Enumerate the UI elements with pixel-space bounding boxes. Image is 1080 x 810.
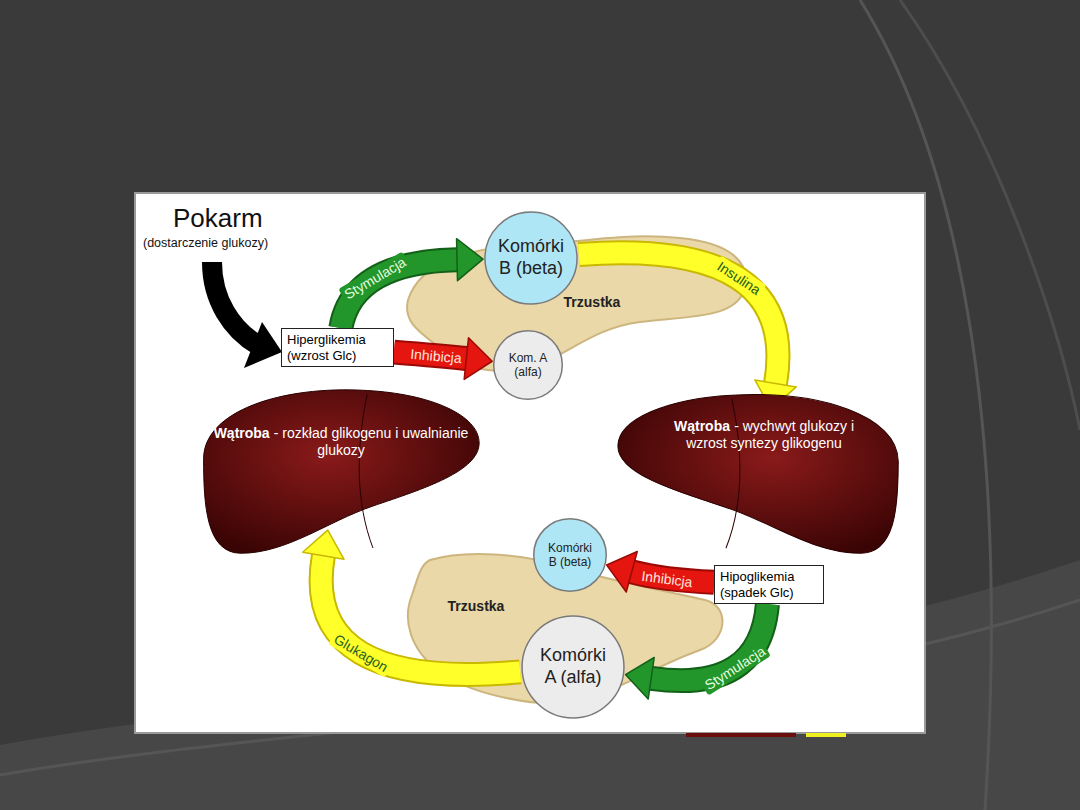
node-text: Kom. A (alfa) [503,351,553,380]
signal-arrow [579,253,796,409]
input-note: (dostarczenie glukozy) [143,236,268,250]
arrow-label: Inhibicja [407,344,466,367]
liver-outline [195,380,482,555]
arrow-label: Insulina [711,256,766,301]
arrow-shaft-edge [651,604,767,680]
input-title: Pokarm [173,203,263,234]
node-heading: Trzustka [448,598,505,614]
node-heading: Kom. A (alfa) [509,351,548,379]
node-heading: Wątroba [214,425,270,441]
arrow-head [607,552,638,593]
circle-fill [485,212,577,304]
arrow-shaft-edge [579,253,778,384]
food-arrow-head [244,322,282,368]
arrow-shaft [579,253,778,384]
arrow-head [464,338,492,380]
node-heading: Trzustka [564,294,621,310]
node-heading: Komórki A (alfa) [540,645,606,687]
arrow-label: Glukagon [328,628,394,677]
node-heading: Hipoglikemia (spadek Glc) [720,569,794,600]
condition-box: Hipoglikemia (spadek Glc) [714,565,824,604]
signal-arrow [303,530,521,674]
node-text: Komórki B (beta) [494,236,568,279]
node-text: Hiperglikemia (wzrost Glc) [287,332,388,363]
cut-strip [686,733,796,737]
node-text: Trzustka [564,294,621,311]
liver-outline [615,385,907,555]
arrow-shaft [651,604,767,680]
condition-box: Hiperglikemia (wzrost Glc) [281,328,394,367]
arrow-label: Inhibicja [638,566,697,591]
slide-arc [900,0,1080,430]
liver-fill [204,390,480,553]
node-text: Komórki B (beta) [543,541,597,570]
circle-fill [494,331,563,400]
node-text: Komórki A (alfa) [534,645,612,688]
node-text: Wątroba- wychwyt glukozy i wzrost syntez… [653,418,875,452]
circle-fill [534,519,607,592]
cell-circle: Kom. A (alfa) [493,330,563,400]
arrow-label: Stymulacja [698,640,770,695]
node-heading: Komórki B (beta) [498,236,564,278]
food-arrow-shaft [212,262,258,345]
cut-strip [806,733,846,737]
cell-circle: Komórki B (beta) [484,211,578,305]
node-text: Hipoglikemia (spadek Glc) [720,569,818,600]
cell-circle: Komórki A (alfa) [521,615,625,719]
node-heading: Wątroba [674,418,730,434]
circle-fill [522,616,624,718]
cell-circle: Komórki B (beta) [533,518,607,592]
liver-shape: Wątroba- wychwyt glukozy i wzrost syntez… [615,385,907,555]
signal-arrow [607,552,714,593]
signal-arrow [394,338,492,380]
organ-label: Trzustka [448,598,505,615]
node-heading: Komórki B (beta) [548,541,592,569]
liver-shape: Wątroba- rozkład glikogenu i uwalnianie … [195,380,482,555]
arrow-head [457,239,483,281]
liver-lobe-line [359,394,373,548]
node-heading: Hiperglikemia (wzrost Glc) [287,332,366,363]
node-text: Trzustka [448,598,505,615]
node-text: Wątroba- rozkład glikogenu i uwalnianie … [207,425,475,459]
arrow-label: Stymulacja [339,251,412,304]
liver-fill [618,395,898,554]
organ-label: Trzustka [564,294,621,311]
figure-panel [135,193,925,733]
arrow-head [625,658,654,700]
node-body: - rozkład glikogenu i uwalnianie glukozy [274,425,469,458]
